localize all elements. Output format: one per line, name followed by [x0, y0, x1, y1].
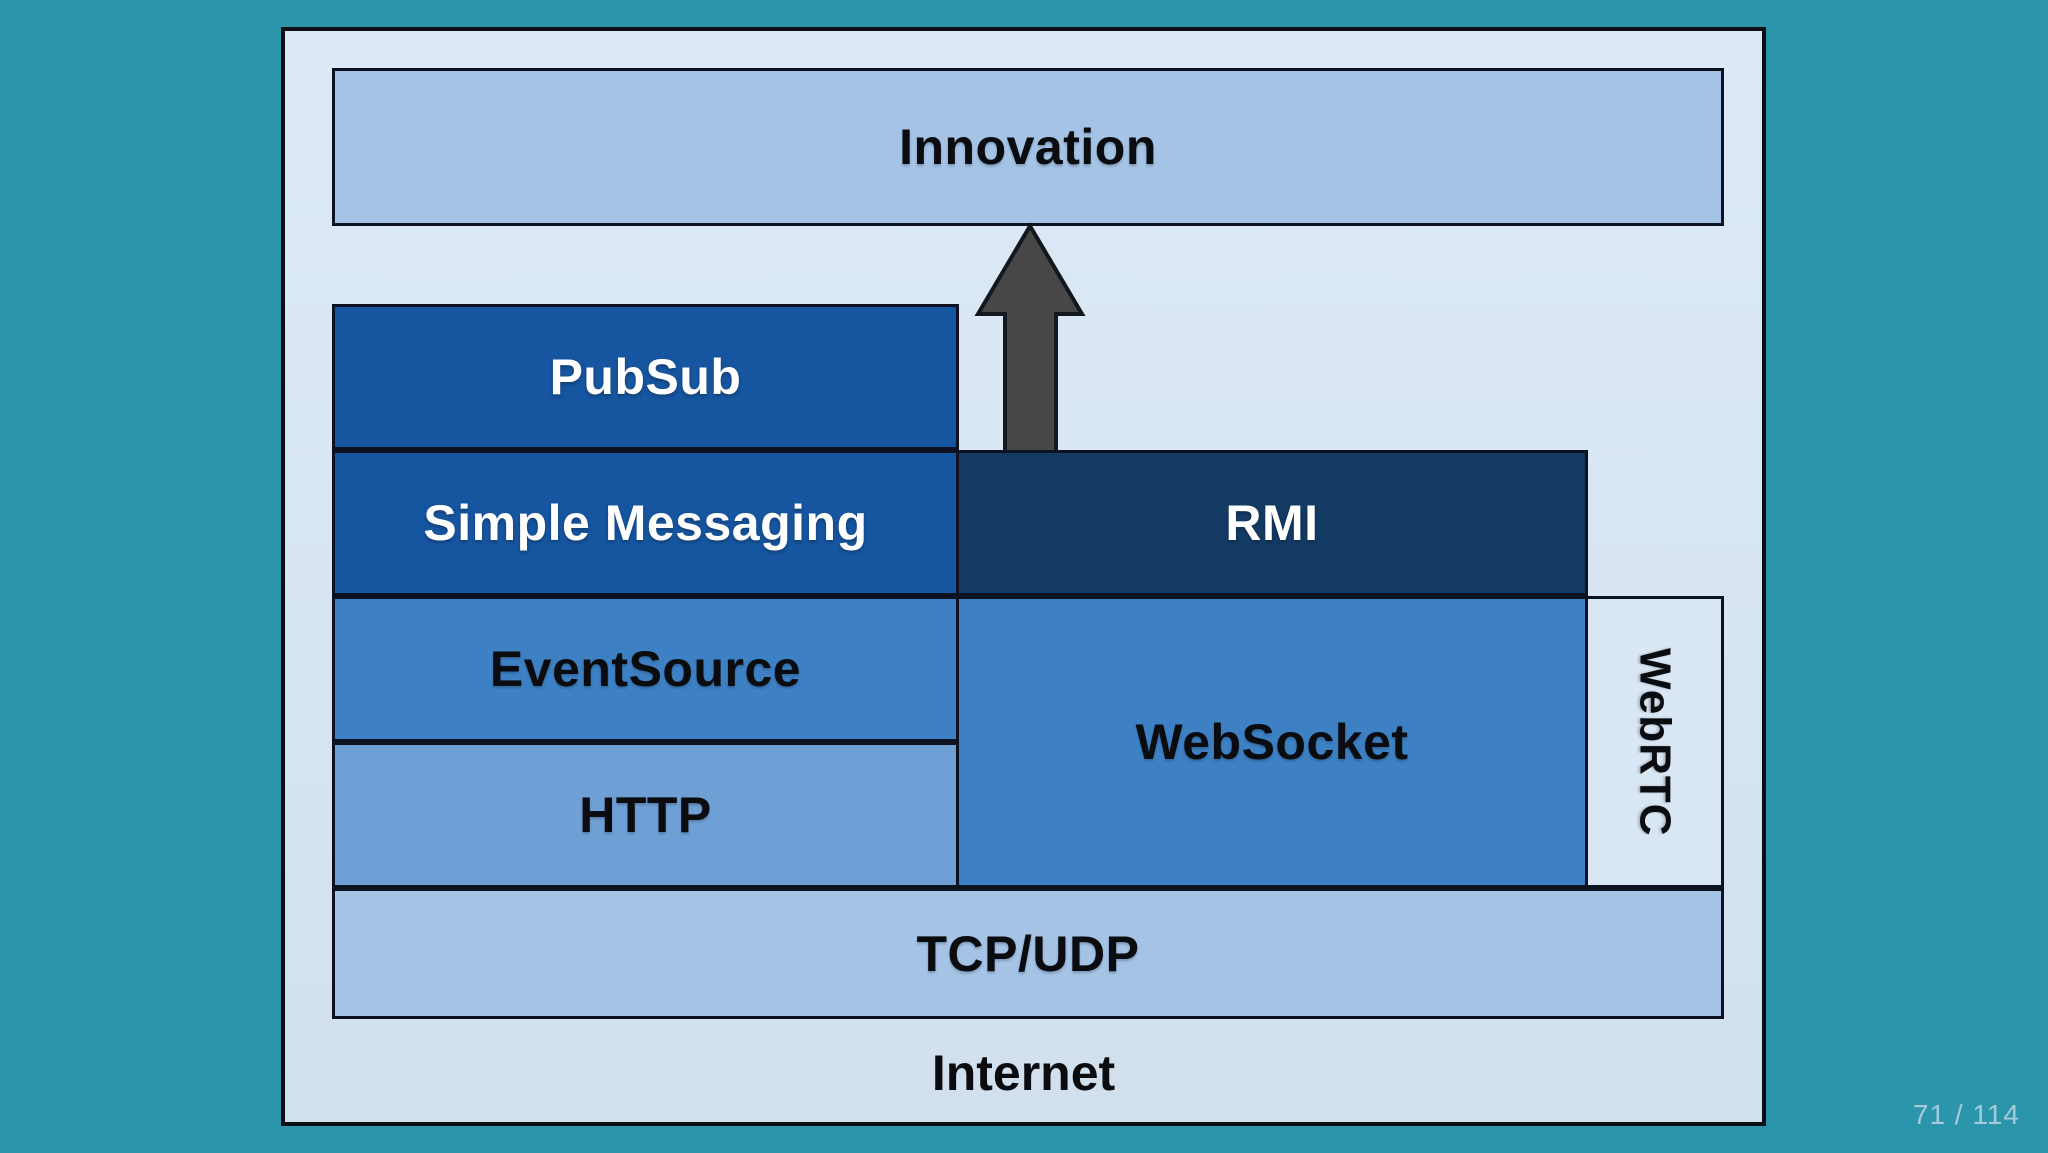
tcp-udp-label: TCP/UDP	[916, 925, 1140, 982]
simple-messaging-box: Simple Messaging	[332, 450, 959, 596]
internet-caption: Internet	[931, 1045, 1116, 1101]
up-arrow-icon	[974, 222, 1086, 455]
websocket-label: WebSocket	[1135, 714, 1409, 770]
page-indicator: 71 / 114	[1912, 1099, 2020, 1130]
websocket-box: WebSocket	[956, 596, 1588, 888]
eventsource-box: EventSource	[332, 596, 959, 742]
http-label: HTTP	[579, 787, 712, 843]
innovation-box: Innovation	[332, 68, 1724, 226]
webrtc-label: WebRTC	[1630, 647, 1680, 837]
rmi-box: RMI	[956, 450, 1588, 596]
pubsub-label: PubSub	[549, 349, 742, 405]
pubsub-box: PubSub	[332, 304, 959, 450]
rmi-label: RMI	[1225, 495, 1319, 551]
slide-area: Innovation PubSub Simple Messaging Event…	[281, 27, 1766, 1126]
innovation-label: Innovation	[899, 119, 1157, 175]
webrtc-box: WebRTC	[1585, 596, 1724, 888]
simple-messaging-label: Simple Messaging	[423, 495, 868, 551]
http-box: HTTP	[332, 742, 959, 888]
eventsource-label: EventSource	[489, 641, 802, 697]
tcp-udp-box: TCP/UDP	[332, 888, 1724, 1019]
